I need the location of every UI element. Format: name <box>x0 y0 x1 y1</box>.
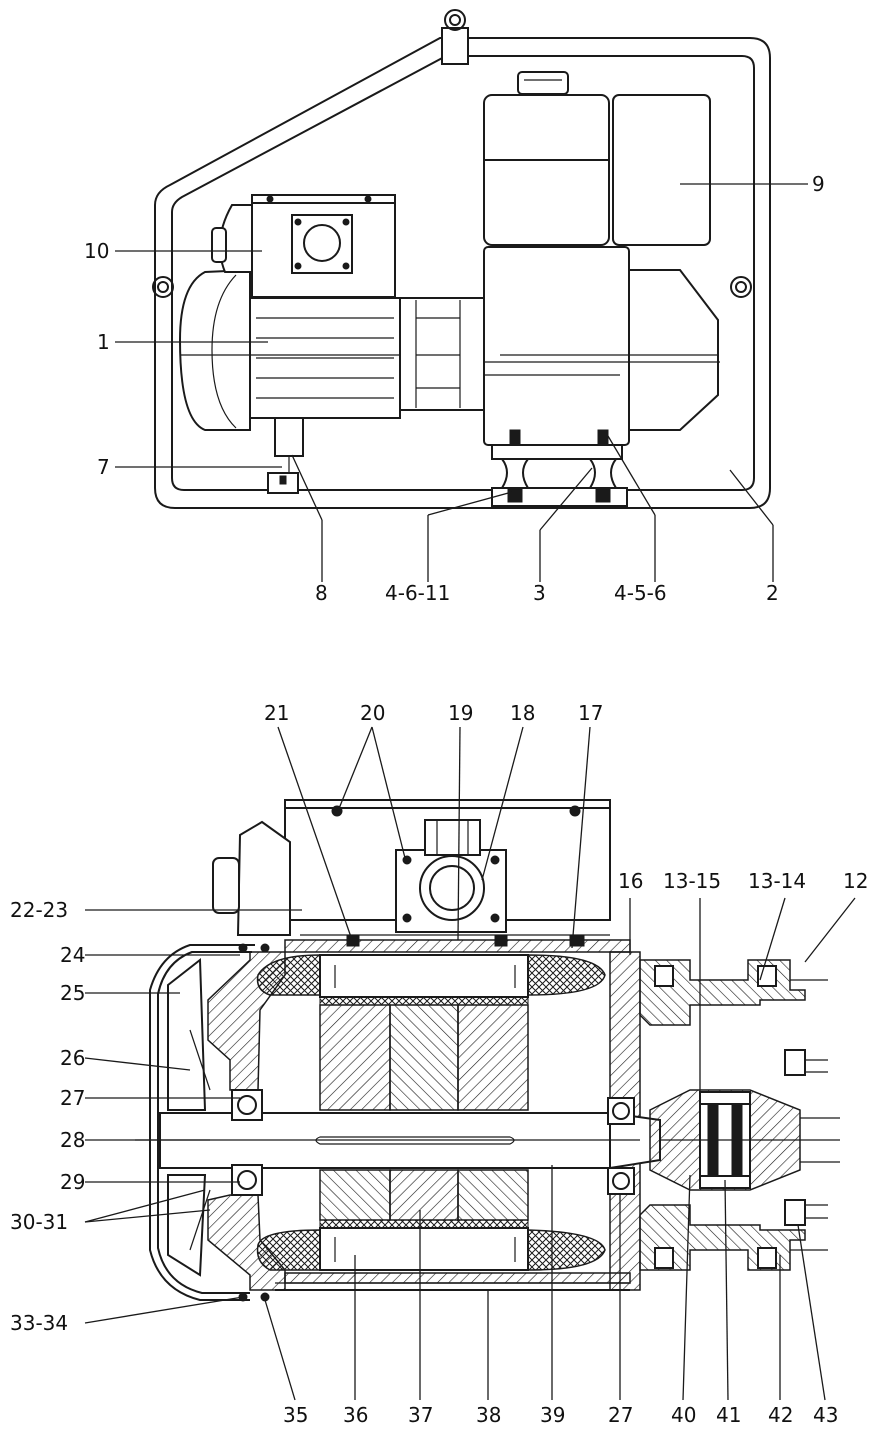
callout-4-5-6: 4-5-6 <box>614 581 667 605</box>
callout-24: 24 <box>60 943 85 967</box>
callout-16: 16 <box>618 869 643 893</box>
rear-end-shield <box>207 951 286 1291</box>
callout-22-23: 22-23 <box>10 898 68 922</box>
top-view-assembly: 10 1 7 9 8 4-6-11 3 4-5-6 2 <box>84 9 825 605</box>
callout-13-15: 13-15 <box>663 869 721 893</box>
lifting-eye <box>441 9 469 65</box>
callout-4-6-11: 4-6-11 <box>385 581 450 605</box>
callout-35: 35 <box>283 1403 308 1427</box>
coupling <box>639 959 840 1271</box>
callout-38: 38 <box>476 1403 501 1427</box>
callout-33-34: 33-34 <box>10 1311 68 1335</box>
callout-41: 41 <box>716 1403 741 1427</box>
callout-27-bottom: 27 <box>608 1403 633 1427</box>
callout-28: 28 <box>60 1128 85 1152</box>
callout-42: 42 <box>768 1403 793 1427</box>
callout-18: 18 <box>510 701 535 725</box>
callout-27-left: 27 <box>60 1086 85 1110</box>
callout-13-14: 13-14 <box>748 869 806 893</box>
callout-9: 9 <box>812 172 825 196</box>
callout-8: 8 <box>315 581 328 605</box>
engine <box>483 71 720 446</box>
callout-21: 21 <box>264 701 289 725</box>
callout-43: 43 <box>813 1403 838 1427</box>
callout-10: 10 <box>84 239 109 263</box>
callout-12: 12 <box>843 869 868 893</box>
shaft <box>135 1111 661 1170</box>
callout-25: 25 <box>60 981 85 1005</box>
callout-19: 19 <box>448 701 473 725</box>
callout-7: 7 <box>97 455 110 479</box>
frame-tube-inner <box>171 55 755 491</box>
callout-37: 37 <box>408 1403 433 1427</box>
frame-tube-outer <box>154 37 771 509</box>
fan-and-cover <box>149 943 270 1302</box>
callout-2: 2 <box>766 581 779 605</box>
callout-40: 40 <box>671 1403 696 1427</box>
generator <box>178 194 485 494</box>
callout-30-31: 30-31 <box>10 1210 68 1234</box>
terminal-box <box>212 799 611 936</box>
callout-29: 29 <box>60 1170 85 1194</box>
frame-joint-left <box>152 276 174 298</box>
frame-joint-right <box>730 276 752 298</box>
callout-36: 36 <box>343 1403 368 1427</box>
callout-26: 26 <box>60 1046 85 1070</box>
callout-39: 39 <box>540 1403 565 1427</box>
section-view-assembly: 21 20 19 18 17 16 13-15 13-14 12 22-23 2… <box>10 701 868 1427</box>
top-view-leaders <box>115 183 808 582</box>
callout-20: 20 <box>360 701 385 725</box>
callout-3: 3 <box>533 581 546 605</box>
section-view-leaders <box>84 726 856 1401</box>
rotor-core <box>319 996 529 1229</box>
callout-17: 17 <box>578 701 603 725</box>
callout-1: 1 <box>97 330 110 354</box>
